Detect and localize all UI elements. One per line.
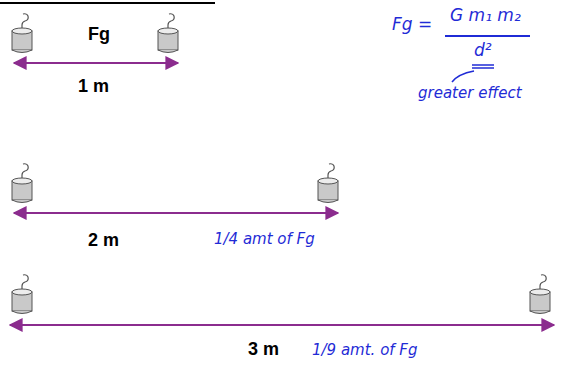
mass-cylinder (158, 14, 178, 53)
distance-label: 1 m (78, 76, 109, 98)
mass-cylinder (318, 164, 338, 203)
mass-cylinder (530, 275, 550, 314)
formula-part: Fg = (392, 14, 432, 34)
mass-cylinder (12, 14, 32, 53)
annotation: greater effect (418, 84, 522, 102)
annotation: 1/4 amt of Fg (214, 230, 315, 248)
pointer-curve (452, 71, 474, 82)
distance-label: 2 m (88, 230, 119, 252)
underline (472, 67, 494, 69)
distance-label: 3 m (248, 339, 279, 361)
force-label: Fg (88, 24, 110, 46)
formula-part: d² (474, 40, 492, 60)
formula-part: G m₁ m₂ (450, 5, 521, 25)
distance-arrow (10, 324, 554, 326)
annotation: 1/9 amt. of Fg (312, 341, 418, 359)
distance-arrow (14, 62, 178, 64)
distance-arrow (14, 212, 338, 214)
top-rule (0, 2, 215, 4)
fraction-bar (445, 35, 530, 37)
mass-cylinder (12, 275, 32, 314)
underline (472, 64, 494, 66)
mass-cylinder (12, 164, 32, 203)
